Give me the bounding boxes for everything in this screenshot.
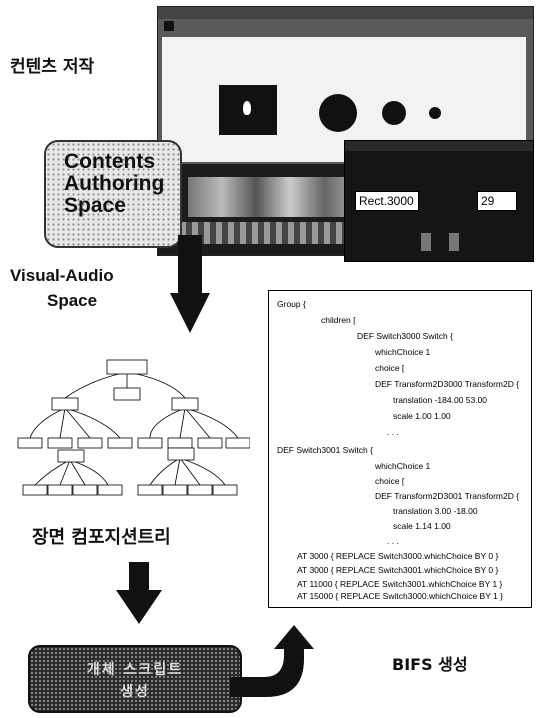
code-line: AT 11000 { REPLACE Switch3001.whichChoic… <box>297 579 503 589</box>
timeline-track-strip <box>188 177 358 217</box>
contents-authoring-caption: 컨텐츠 저작 <box>10 57 95 77</box>
object-script-box: 개체 스크립트 생성 <box>28 645 242 713</box>
down-arrow-2 <box>116 562 162 624</box>
scene-composition-tree <box>17 359 250 496</box>
value-field[interactable]: 29 <box>477 191 517 211</box>
curved-arrow-3 <box>230 625 314 697</box>
medium-circle-shape <box>382 101 406 125</box>
code-line: AT 3000 { REPLACE Switch3001.whichChoice… <box>297 565 499 575</box>
canvas-preview-rect <box>219 85 277 135</box>
code-line: choice [ <box>375 363 405 373</box>
code-line: AT 15000 { REPLACE Switch3000.whichChoic… <box>297 591 504 601</box>
code-line: DEF Transform2D3001 Transform2D { <box>375 491 520 501</box>
bifs-code-panel: Group { children [ DEF Switch3000 Switch… <box>268 290 532 608</box>
window-titlebar <box>158 7 533 19</box>
property-popup: Rect.3000 29 <box>344 140 534 262</box>
code-line: DEF Switch3000 Switch { <box>357 331 453 341</box>
popup-button-right[interactable] <box>449 233 459 251</box>
timeline-track-strip-2 <box>168 222 358 244</box>
code-line: . . . <box>387 427 399 437</box>
object-id-field[interactable]: Rect.3000 <box>355 191 419 211</box>
small-circle-shape <box>429 107 441 119</box>
contents-authoring-space-box: Contents Authoring Space <box>44 140 182 248</box>
code-line: scale 1.14 1.00 <box>393 521 451 531</box>
code-line: choice [ <box>375 476 405 486</box>
tree-nodes <box>17 359 250 496</box>
code-line: DEF Transform2D3000 Transform2D { <box>375 379 520 389</box>
code-line: children [ <box>321 315 356 325</box>
scene-tree-caption: 장면 컴포지션트리 <box>32 527 171 548</box>
code-line: Group { <box>277 299 306 309</box>
authoring-box-line3: Space <box>64 194 126 217</box>
authoring-box-line1: Contents <box>64 150 155 173</box>
code-line: scale 1.00 1.00 <box>393 411 451 421</box>
code-line: AT 3000 { REPLACE Switch3000.whichChoice… <box>297 551 499 561</box>
popup-button-left[interactable] <box>421 233 431 251</box>
object-script-line1: 개체 스크립트 <box>86 662 184 678</box>
code-line: whichChoice 1 <box>375 461 431 471</box>
visual-audio-caption-line1: Visual-Audio <box>10 266 114 285</box>
bifs-generate-caption: BIFS 생성 <box>392 655 468 674</box>
code-line: whichChoice 1 <box>375 347 431 357</box>
object-script-line2: 생성 <box>120 684 150 700</box>
preview-figure-icon <box>243 101 251 115</box>
visual-audio-caption-line2: Space <box>47 291 98 310</box>
code-line: translation 3.00 -18.00 <box>393 506 478 516</box>
popup-titlebar <box>345 141 533 151</box>
window-corner-icon <box>164 21 174 31</box>
code-line: DEF Switch3001 Switch { <box>277 445 373 455</box>
large-circle-shape <box>319 94 357 132</box>
authoring-box-line2: Authoring <box>64 172 165 195</box>
code-line: translation -184.00 53.00 <box>393 395 488 405</box>
curved-arrow-1 <box>170 235 210 333</box>
code-line: . . . <box>387 536 399 546</box>
